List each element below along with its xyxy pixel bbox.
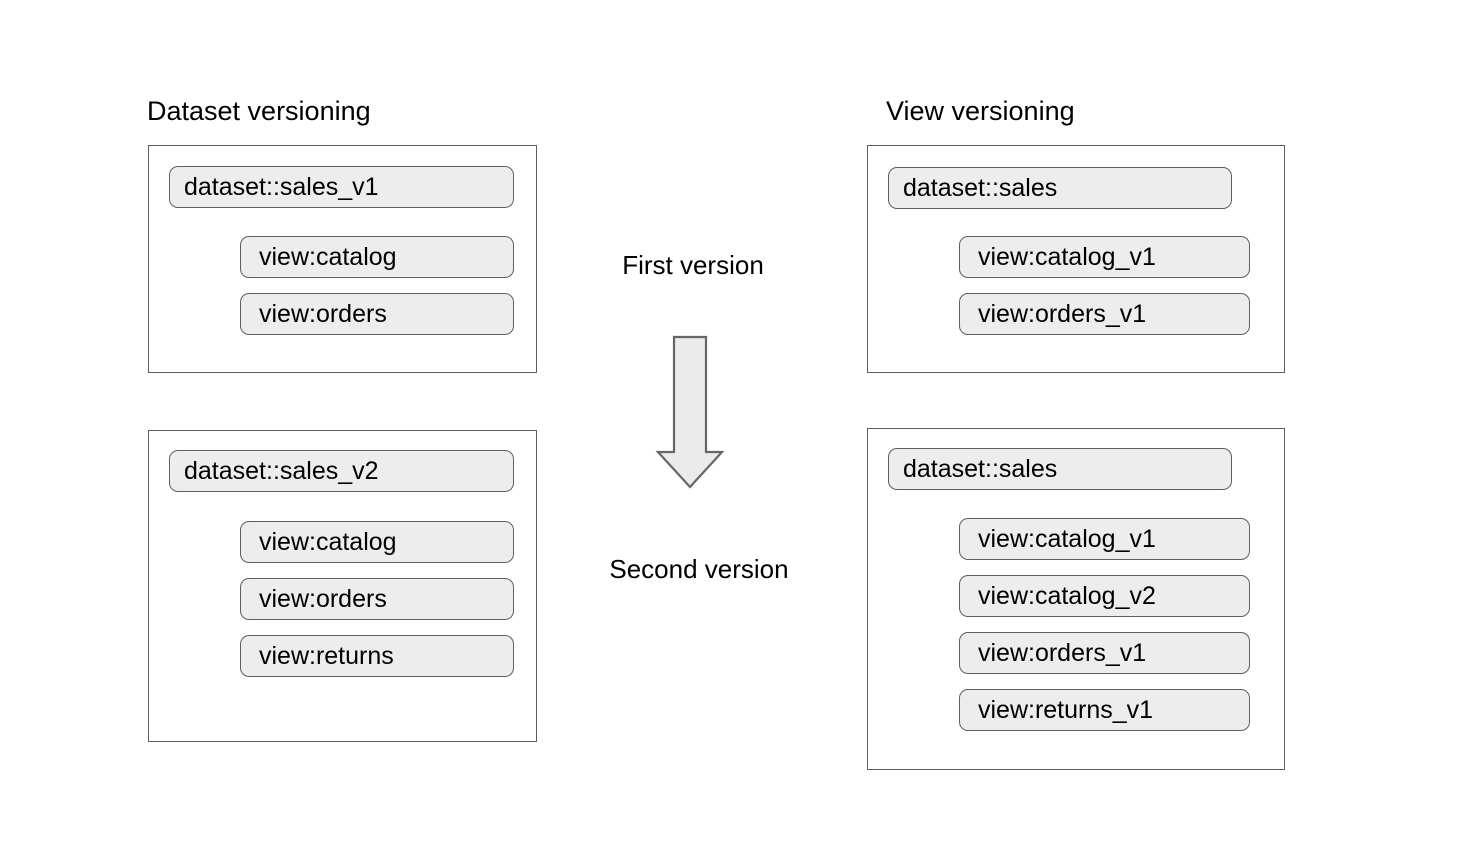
view-pill[interactable]: view:orders_v1 — [959, 632, 1250, 674]
view-pill[interactable]: view:catalog — [240, 521, 514, 563]
dataset-pill[interactable]: dataset::sales — [888, 167, 1232, 209]
flow-label-first-version: First version — [622, 250, 764, 280]
view-pill[interactable]: view:returns_v1 — [959, 689, 1250, 731]
view-pill[interactable]: view:catalog_v1 — [959, 236, 1250, 278]
column-title-view-versioning: View versioning — [886, 96, 1075, 126]
view-pill[interactable]: view:orders — [240, 293, 514, 335]
down-arrow-icon — [655, 335, 725, 490]
view-pill[interactable]: view:catalog_v1 — [959, 518, 1250, 560]
dataset-pill[interactable]: dataset::sales_v2 — [169, 450, 514, 492]
view-pill[interactable]: view:catalog_v2 — [959, 575, 1250, 617]
view-pill[interactable]: view:orders — [240, 578, 514, 620]
dataset-pill[interactable]: dataset::sales_v1 — [169, 166, 514, 208]
dataset-pill[interactable]: dataset::sales — [888, 448, 1232, 490]
view-pill[interactable]: view:returns — [240, 635, 514, 677]
flow-label-second-version: Second version — [609, 554, 789, 584]
column-title-dataset-versioning: Dataset versioning — [147, 96, 371, 126]
view-pill[interactable]: view:orders_v1 — [959, 293, 1250, 335]
view-pill[interactable]: view:catalog — [240, 236, 514, 278]
